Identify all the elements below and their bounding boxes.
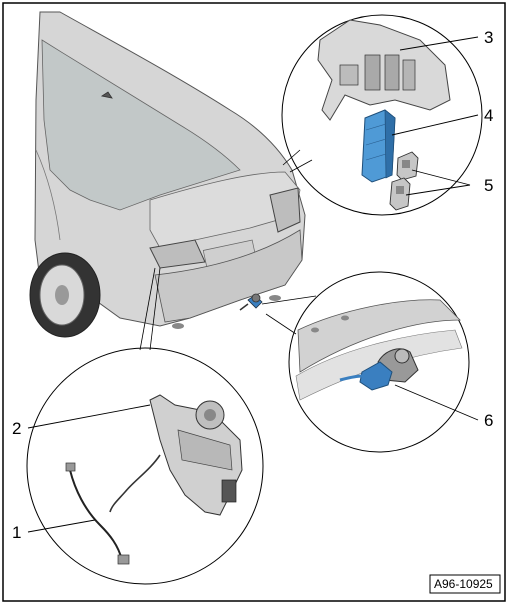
hitch-socket-connector bbox=[339, 348, 419, 391]
detail-circle-bracket bbox=[26, 267, 264, 585]
callout-1: 1 bbox=[12, 523, 21, 542]
callout-5: 5 bbox=[484, 176, 493, 195]
car-rear-illustration bbox=[29, 11, 306, 338]
detail-circle-top bbox=[281, 14, 483, 216]
leader-4 bbox=[391, 114, 479, 136]
exhaust-right bbox=[269, 295, 281, 301]
wiring-harness bbox=[65, 454, 161, 565]
module-connectors bbox=[389, 151, 419, 211]
tow-socket-bracket bbox=[149, 394, 243, 516]
exhaust-left bbox=[172, 323, 184, 329]
roof-antenna bbox=[100, 91, 113, 99]
figure-id-box bbox=[429, 574, 501, 594]
leader-2 bbox=[27, 404, 151, 429]
leader-1 bbox=[27, 519, 96, 533]
rear-bumper bbox=[154, 229, 303, 323]
rear-wheel-hub bbox=[55, 285, 69, 305]
trailer-control-module bbox=[361, 109, 396, 183]
callout-leaders bbox=[27, 36, 479, 533]
leader-5b bbox=[405, 184, 471, 196]
tail-light-right bbox=[269, 187, 301, 233]
detail-circle-hitch bbox=[261, 271, 470, 453]
rear-window bbox=[41, 39, 241, 211]
trunk-lid bbox=[149, 171, 301, 249]
figure-id: A96-10925 bbox=[434, 577, 493, 591]
callout-4: 4 bbox=[484, 106, 493, 125]
leader-3 bbox=[399, 36, 479, 51]
callout-3: 3 bbox=[484, 28, 493, 47]
callout-2: 2 bbox=[12, 419, 21, 438]
leader-5a bbox=[411, 169, 471, 186]
tow-hitch-socket bbox=[239, 293, 263, 311]
door-line bbox=[35, 149, 61, 241]
control-unit-bracket bbox=[317, 19, 451, 121]
tail-light-left bbox=[149, 239, 206, 269]
leader-6 bbox=[394, 384, 479, 421]
callout-6: 6 bbox=[484, 411, 493, 430]
